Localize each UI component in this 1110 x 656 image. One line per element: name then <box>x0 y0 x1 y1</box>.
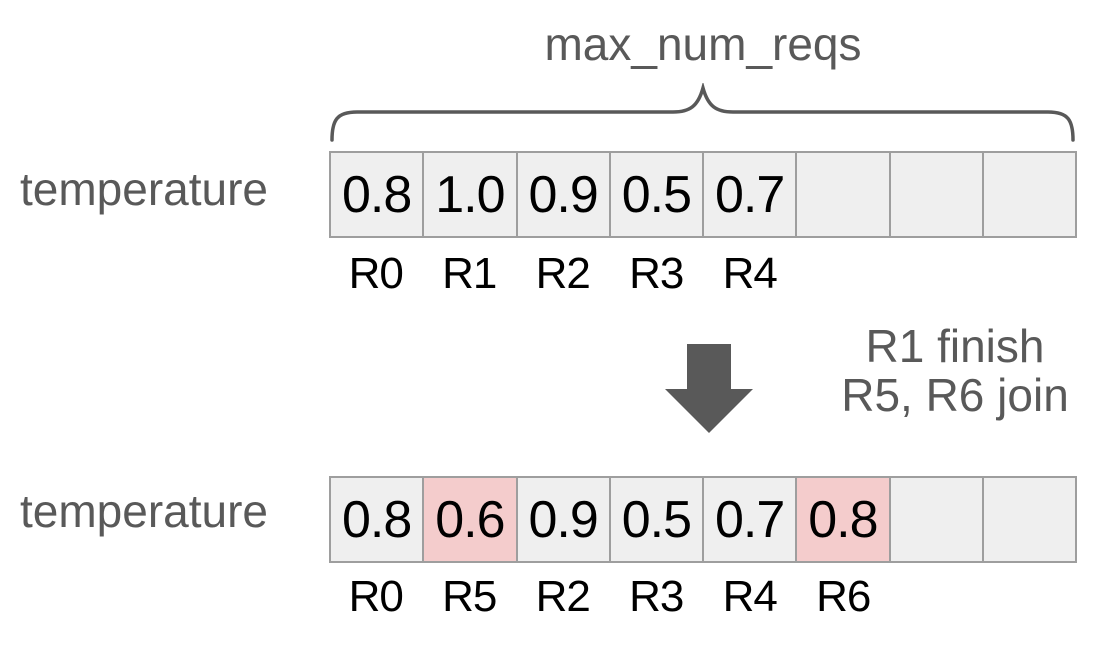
request-label <box>984 250 1078 298</box>
array-cell: 0.8 <box>329 476 425 563</box>
array-cell: 0.5 <box>608 476 704 563</box>
array-after: 0.8 0.6 0.9 0.5 0.7 0.8 <box>329 476 1077 563</box>
request-label: R1 <box>442 249 497 298</box>
array-cell <box>981 151 1077 238</box>
request-label: R4 <box>722 572 778 621</box>
transition-line-2: R5, R6 join <box>841 369 1069 421</box>
request-label: R0 <box>348 572 404 621</box>
row-label-before: temperature <box>20 163 269 215</box>
array-cell: 0.8 <box>795 476 891 563</box>
array-cell: 0.9 <box>515 151 611 238</box>
request-label: R5 <box>442 572 497 621</box>
request-label <box>797 250 891 298</box>
down-arrow-icon <box>665 344 753 433</box>
transition-line-1: R1 finish <box>865 320 1045 372</box>
array-cell <box>888 151 984 238</box>
request-label: R6 <box>816 572 871 621</box>
array-cell <box>888 476 984 563</box>
curly-brace <box>330 83 1075 142</box>
request-label: R2 <box>535 249 591 298</box>
array-cell: 0.5 <box>608 151 704 238</box>
request-label: R0 <box>348 249 404 298</box>
array-cell: 0.8 <box>329 151 425 238</box>
transition-note: R1 finish R5, R6 join <box>800 322 1110 420</box>
array-cell: 0.6 <box>422 476 518 563</box>
request-label: R3 <box>629 249 684 298</box>
array-cell: 0.7 <box>702 151 798 238</box>
array-cell <box>795 151 891 238</box>
array-cell: 0.7 <box>702 476 798 563</box>
request-labels-after: R0 R5 R2 R3 R4 R6 <box>329 573 1077 621</box>
row-label-after: temperature <box>20 485 269 537</box>
array-cell <box>981 476 1077 563</box>
request-label <box>890 573 984 621</box>
max-num-reqs-label: max_num_reqs <box>544 18 862 70</box>
request-label: R3 <box>629 572 684 621</box>
request-label: R2 <box>535 572 591 621</box>
request-label <box>890 250 984 298</box>
request-labels-before: R0 R1 R2 R3 R4 <box>329 250 1077 298</box>
array-cell: 1.0 <box>422 151 518 238</box>
request-label <box>984 573 1078 621</box>
array-cell: 0.9 <box>515 476 611 563</box>
array-before: 0.8 1.0 0.9 0.5 0.7 <box>329 151 1077 238</box>
request-label: R4 <box>722 249 778 298</box>
